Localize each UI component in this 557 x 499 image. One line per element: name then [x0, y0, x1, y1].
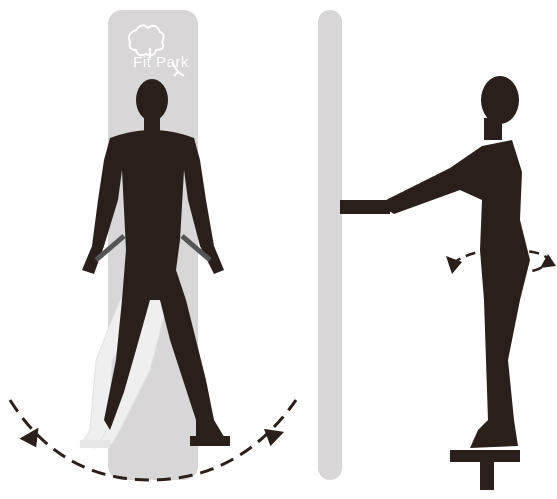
footplate	[190, 436, 230, 446]
ghost-footplate	[80, 440, 110, 448]
right-pole	[318, 10, 342, 480]
platform-post	[480, 462, 494, 490]
logo-text: Fit Park	[116, 54, 206, 71]
platform-top	[450, 450, 520, 462]
twist-arrow-right-icon	[540, 254, 556, 268]
